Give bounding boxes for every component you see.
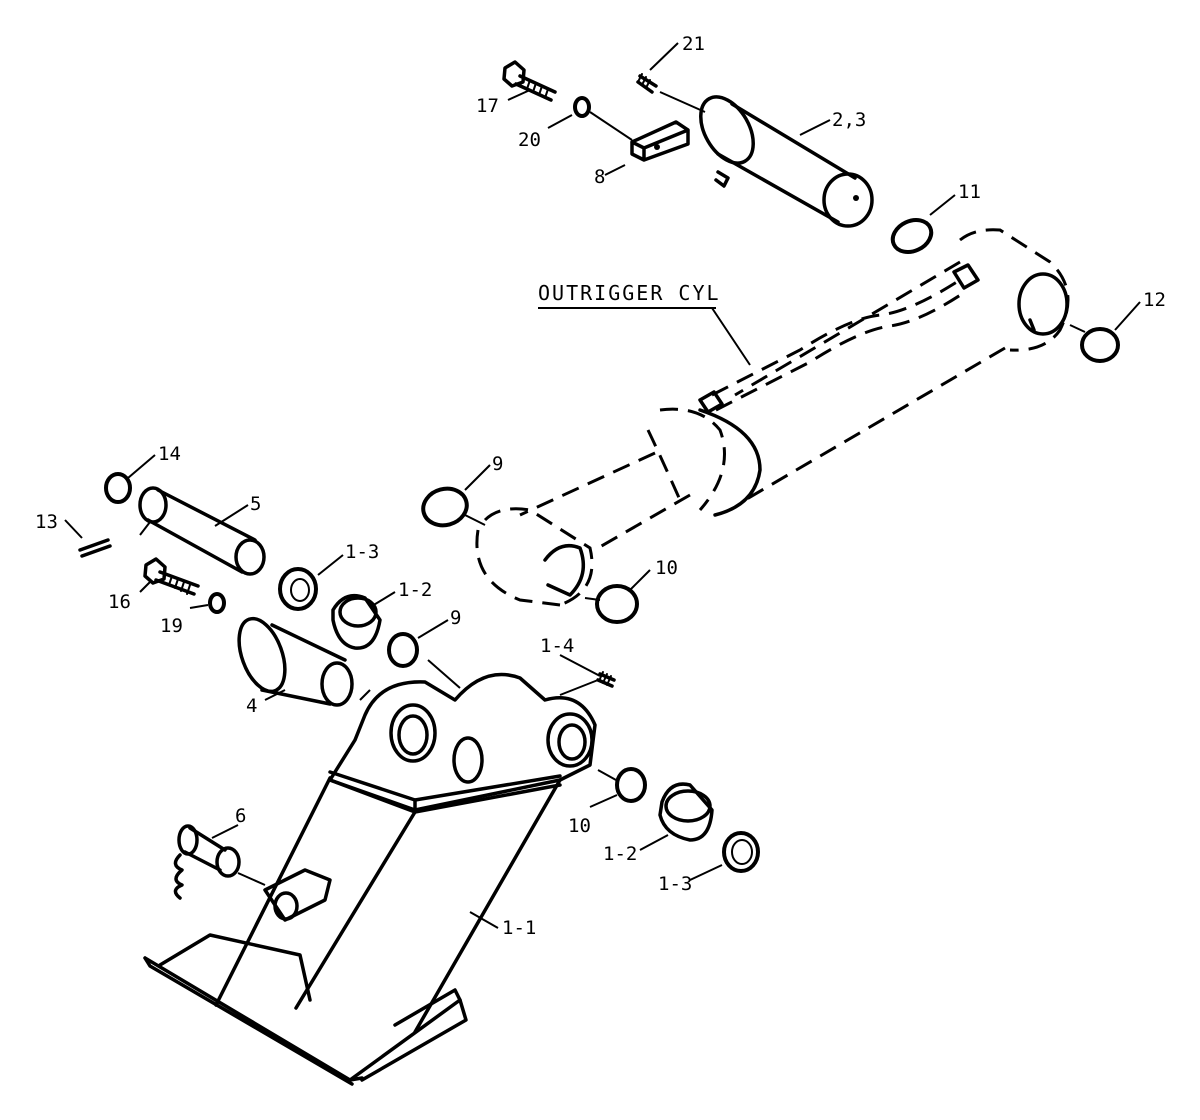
callout-1-2-right: 1-2 bbox=[603, 843, 637, 865]
callout-6: 6 bbox=[235, 805, 246, 827]
seal-ring-12 bbox=[1080, 327, 1120, 363]
seal-ring-10-upper bbox=[595, 584, 639, 624]
callout-9-lower: 9 bbox=[450, 607, 461, 629]
callout-12: 12 bbox=[1143, 289, 1166, 311]
callout-1-4: 1-4 bbox=[540, 635, 574, 657]
callout-11: 11 bbox=[958, 181, 981, 203]
callout-19: 19 bbox=[160, 615, 183, 637]
callout-20: 20 bbox=[518, 129, 541, 151]
seal-ring-9-upper bbox=[421, 486, 469, 528]
block-8 bbox=[630, 120, 690, 162]
bolt-16 bbox=[143, 557, 200, 596]
roll-pin-13 bbox=[78, 538, 112, 558]
pin-4 bbox=[237, 616, 354, 707]
callout-9-upper: 9 bbox=[492, 453, 503, 475]
grease-fitting-21 bbox=[636, 73, 658, 94]
bolt-17 bbox=[502, 60, 557, 102]
callout-21: 21 bbox=[682, 33, 705, 55]
callout-1-3-left: 1-3 bbox=[345, 541, 379, 563]
snap-ring-14 bbox=[104, 472, 132, 504]
callout-16: 16 bbox=[108, 591, 131, 613]
pin-2-3 bbox=[699, 95, 874, 228]
outrigger-leg-1-1 bbox=[143, 672, 597, 1086]
callout-4: 4 bbox=[246, 695, 257, 717]
seal-ring-11 bbox=[890, 217, 934, 255]
grease-fitting-1-4 bbox=[596, 671, 616, 688]
seal-ring-9-lower bbox=[387, 632, 419, 668]
callout-1-2-left: 1-2 bbox=[398, 579, 432, 601]
seal-ring-10-lower bbox=[615, 767, 647, 803]
pin-6 bbox=[173, 824, 241, 900]
outrigger-cylinder bbox=[475, 228, 1070, 607]
pin-5 bbox=[138, 486, 266, 576]
callout-10-upper: 10 bbox=[655, 557, 678, 579]
callout-8: 8 bbox=[594, 166, 605, 188]
bushing-1-2-left bbox=[331, 594, 382, 650]
callout-17: 17 bbox=[476, 95, 499, 117]
leader-lines bbox=[64, 42, 1141, 929]
callout-13: 13 bbox=[35, 511, 58, 533]
callout-10-lower: 10 bbox=[568, 815, 591, 837]
callout-14: 14 bbox=[158, 443, 181, 465]
callout-2-3: 2,3 bbox=[832, 109, 866, 131]
washer-20 bbox=[573, 96, 591, 118]
callout-5: 5 bbox=[250, 493, 261, 515]
bushing-1-3-right bbox=[722, 831, 760, 873]
washer-19 bbox=[208, 592, 226, 614]
callout-1-3-right: 1-3 bbox=[658, 873, 692, 895]
bushing-1-3-left bbox=[278, 567, 318, 611]
diagram-title: OUTRIGGER CYL bbox=[538, 281, 721, 305]
bushing-1-2-right bbox=[658, 782, 714, 842]
callout-1-1: 1-1 bbox=[502, 917, 536, 939]
